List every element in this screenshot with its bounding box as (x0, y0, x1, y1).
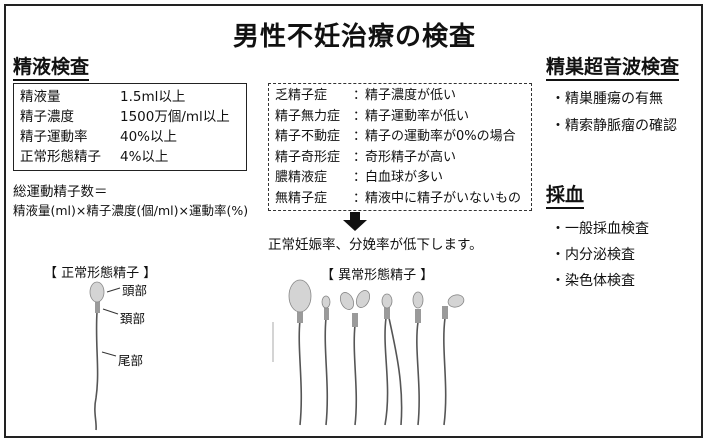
semen-key: 精子運動率 (20, 129, 88, 145)
blood-test-heading: 採血 (546, 184, 585, 209)
semen-value: 1500万個/ml以上 (120, 109, 230, 125)
sperm-neck (95, 301, 100, 313)
sperm-tail (94, 311, 99, 431)
sperm-tail (384, 317, 389, 426)
semen-key: 精液量 (20, 89, 61, 105)
page-title: 男性不妊治療の検査 (232, 22, 476, 52)
blood-item: ・内分泌検査 (551, 247, 635, 263)
abnormal-sperm (381, 293, 403, 426)
abnormal-sperm (339, 290, 371, 426)
semen-value: 40%以上 (120, 129, 178, 145)
separator: ： (353, 129, 367, 144)
label-head: 頭部 (122, 283, 148, 298)
diagram-frame (4, 4, 703, 438)
disorder-row: 精子奇形症 ： 奇形精子が高い (275, 148, 525, 169)
sperm-head (355, 290, 371, 308)
semen-key: 精子濃度 (20, 109, 74, 125)
disorder-desc: 精子の運動率が0%の場合 (365, 129, 516, 144)
disorder-desc: 精子運動率が低い (365, 108, 470, 124)
formula-label: 総運動精子数＝ (13, 184, 108, 200)
disorder-name: 膿精液症 (275, 170, 328, 185)
label-neck: 頚部 (120, 311, 146, 326)
abnormal-sperm (321, 295, 331, 426)
sperm-head (381, 293, 393, 309)
disorder-row: 膿精液症 ： 白血球が多い (275, 168, 525, 189)
leader-line (106, 287, 121, 293)
separator: ： (353, 149, 367, 165)
sperm-neck (442, 306, 448, 319)
sperm-neck (297, 311, 303, 323)
disorder-desc: 精液中に精子がいないもの (365, 190, 522, 206)
abnormal-sperm (412, 291, 424, 426)
disorder-name: 精子不動症 (275, 129, 341, 144)
semen-row: 精子運動率 40%以上 (20, 127, 240, 147)
normal-sperm (89, 281, 121, 431)
sperm-head (288, 279, 312, 313)
semen-row: 精子濃度 1500万個/ml以上 (20, 107, 240, 127)
formula: 精液量(ml)×精子濃度(個/ml)×運動率(%) (13, 203, 249, 218)
sperm-head (412, 291, 424, 309)
disorder-name: 無精子症 (275, 190, 328, 206)
sperm-tail (416, 321, 420, 426)
sperm-tail (298, 319, 303, 426)
leader-line (101, 351, 117, 357)
sperm-head (447, 294, 465, 308)
separator: ： (353, 170, 367, 185)
disorder-name: 精子奇形症 (275, 149, 341, 165)
disorder-row: 乏精子症 ： 精子濃度が低い (275, 86, 525, 107)
sperm-neck (384, 307, 390, 319)
disorder-name: 乏精子症 (275, 88, 328, 103)
sperm-tail (388, 317, 403, 426)
semen-value: 1.5ml以上 (120, 89, 186, 105)
leader-line (102, 308, 119, 315)
sperm-tail (443, 317, 447, 426)
sperm-tail (353, 324, 358, 426)
disorder-desc: 白血球が多い (365, 170, 444, 185)
result-note: 正常妊娠率、分娩率が低下します。 (268, 237, 483, 253)
blood-item: ・染色体検査 (551, 273, 635, 289)
sperm-neck (352, 313, 358, 327)
sperm-head (339, 292, 355, 310)
disorder-desc: 精子濃度が低い (365, 88, 457, 103)
sperm-tail (324, 317, 329, 426)
testis-item: ・精索静脈瘤の確認 (551, 118, 677, 134)
disorder-list: 乏精子症 ： 精子濃度が低い 精子無力症 ： 精子運動率が低い 精子不動症 ： … (268, 83, 532, 211)
semen-test-table: 精液量 1.5ml以上 精子濃度 1500万個/ml以上 精子運動率 40%以上… (13, 83, 247, 171)
abnormal-sperm-caption: 【 異常形態精子 】 (321, 268, 434, 283)
down-arrow-icon (343, 212, 367, 231)
disorder-row: 精子不動症 ： 精子の運動率が0%の場合 (275, 127, 525, 148)
sperm-head (89, 281, 105, 303)
separator: ： (353, 190, 367, 206)
abnormal-sperm (288, 279, 312, 426)
semen-row: 精液量 1.5ml以上 (20, 87, 240, 107)
label-tail: 尾部 (118, 353, 144, 368)
semen-test-heading: 精液検査 (13, 56, 90, 81)
semen-row: 正常形態精子 4%以上 (20, 147, 240, 167)
sperm-head (321, 295, 331, 309)
normal-sperm-caption: 【 正常形態精子 】 (44, 266, 157, 281)
disorder-desc: 奇形精子が高い (365, 149, 457, 165)
disorder-row: 無精子症 ： 精液中に精子がいないもの (275, 189, 525, 210)
separator: ： (353, 88, 367, 103)
disorder-name: 精子無力症 (275, 108, 341, 124)
testis-ultrasound-heading: 精巣超音波検査 (546, 56, 680, 81)
disorder-row: 精子無力症 ： 精子運動率が低い (275, 107, 525, 128)
separator: ： (353, 108, 367, 124)
abnormal-sperm (442, 294, 465, 426)
testis-item: ・精巣腫瘍の有無 (551, 91, 663, 107)
sperm-neck (324, 308, 329, 320)
semen-value: 4%以上 (120, 149, 169, 165)
blood-item: ・一般採血検査 (551, 221, 649, 237)
semen-key: 正常形態精子 (20, 149, 101, 165)
sperm-neck (415, 309, 421, 323)
